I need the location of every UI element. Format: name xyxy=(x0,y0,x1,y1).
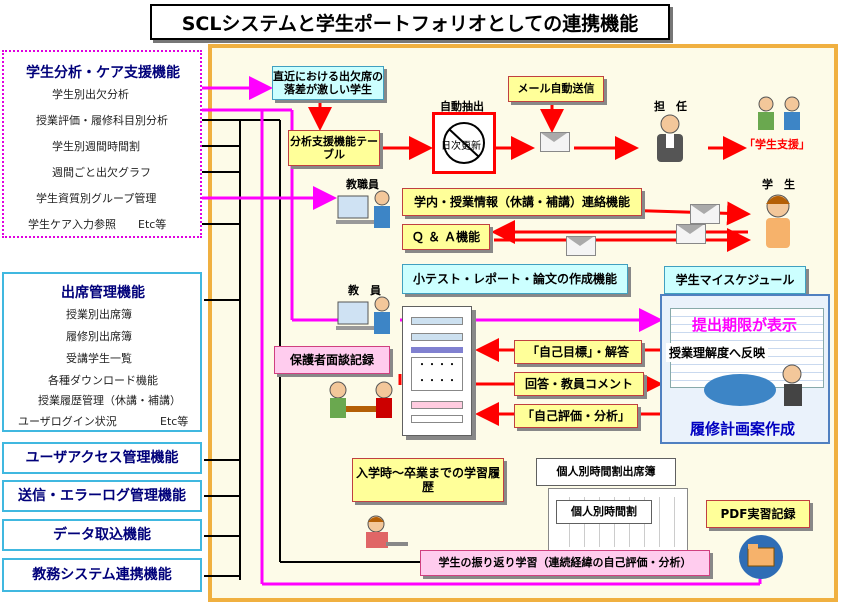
document-stack: ・・・・ ・・・・ xyxy=(402,306,472,436)
daily-update-stamp: 日次更新 xyxy=(432,112,496,174)
auto-extract-label: 自動抽出 xyxy=(440,100,484,113)
studying-student-icon xyxy=(366,515,408,548)
report-feature-box[interactable]: 小テスト・レポート・論文の作成機能 xyxy=(402,264,628,294)
attendance-item-0[interactable]: 授業別出席簿 xyxy=(66,308,132,321)
attendance-item-3[interactable]: 各種ダウンロード機能 xyxy=(48,374,158,387)
student-group-icon xyxy=(758,96,800,130)
schedule-box[interactable]: 学生マイスケジュール xyxy=(664,266,806,294)
staff-computer-icon xyxy=(336,190,390,228)
attendance-heading: 出席管理機能 xyxy=(61,285,145,301)
analysis-item-5[interactable]: 学生ケア入力参照 Etc等 xyxy=(28,218,167,231)
mail-envelope-icon-2 xyxy=(690,204,720,224)
doc-line-2 xyxy=(411,333,463,341)
timetable-box[interactable]: 個人別時間割 xyxy=(556,500,652,524)
attendance-item-2[interactable]: 受講学生一覧 xyxy=(66,352,132,365)
goal-box[interactable]: 「自己目標」・解答 xyxy=(514,340,642,364)
teacher-computer-icon xyxy=(336,296,390,334)
answer-box[interactable]: 回答・教員コメント xyxy=(514,372,644,396)
analysis-item-4[interactable]: 学生資質別グループ管理 xyxy=(36,192,157,205)
page-title: SCLシステムと学生ポートフォリオとしての連携機能 xyxy=(150,4,670,40)
qa-feature-box[interactable]: Ｑ ＆ Ａ機能 xyxy=(402,224,490,250)
mail-auto-box[interactable]: メール自動送信 xyxy=(508,76,604,102)
doc-line-3 xyxy=(411,347,463,353)
module-kyomu[interactable]: 教務システム連携機能 xyxy=(2,558,202,592)
reflect-label: 授業理解度へ反映 xyxy=(666,343,769,362)
attendance-group xyxy=(2,272,202,432)
doc-dots-1: ・・・・ xyxy=(417,360,457,371)
attendance-item-1[interactable]: 履修別出席簿 xyxy=(66,330,132,343)
analysis-item-0[interactable]: 学生別出欠分析 xyxy=(52,88,129,101)
doc-line-4 xyxy=(411,401,463,409)
parent-meeting-box[interactable]: 保護者面談記録 xyxy=(274,346,390,374)
mail-envelope-icon-4 xyxy=(566,236,596,256)
tannin-label: 担 任 xyxy=(654,100,687,113)
reflection-box[interactable]: 学生の振り返り学習（連続経緯の自己評価・分析） xyxy=(420,550,710,576)
contact-feature-box[interactable]: 学内・授業情報（休講・補講）連絡機能 xyxy=(402,188,642,216)
plan-label: 履修計画案作成 xyxy=(690,420,796,438)
study-illustration-icon xyxy=(704,364,802,406)
doc-line-1 xyxy=(411,317,463,325)
gakusei-label: 学 生 xyxy=(762,178,795,191)
module-import[interactable]: データ取込機能 xyxy=(2,519,202,551)
student-support-label: 「学生支援」 xyxy=(744,138,810,151)
recent-absence-box[interactable]: 直近における出欠席の落差が激しい学生 xyxy=(272,66,384,100)
student-girl-icon xyxy=(766,194,790,248)
mail-envelope-icon xyxy=(540,132,570,152)
deadline-label: 提出期限が表示 xyxy=(692,316,798,334)
analysis-item-3[interactable]: 週間ごと出欠グラフ xyxy=(52,166,151,179)
module-log[interactable]: 送信・エラーログ管理機能 xyxy=(2,480,202,512)
doc-dots-2: ・・・・ xyxy=(417,376,457,387)
doc-line-5 xyxy=(411,415,463,423)
folder-icon xyxy=(739,535,783,579)
no-entry-icon xyxy=(443,122,485,164)
analysis-heading: 学生分析・ケア支援機能 xyxy=(26,65,180,81)
attendance-item-etc: Etc等 xyxy=(160,415,189,428)
module-user-access[interactable]: ユーザアクセス管理機能 xyxy=(2,442,202,474)
self-eval-box[interactable]: 「自己評価・分析」 xyxy=(514,404,638,428)
meeting-illustration-icon xyxy=(329,381,393,418)
pdf-record-box[interactable]: PDF実習記録 xyxy=(706,500,810,528)
analysis-item-1[interactable]: 授業評価・履修科目別分析 xyxy=(36,114,168,127)
attendance-item-5[interactable]: ユーザログイン状況 xyxy=(18,415,117,428)
analysis-table-box[interactable]: 分析支援機能テーブル xyxy=(288,130,380,166)
analysis-item-2[interactable]: 学生別週間時間割 xyxy=(52,140,140,153)
kyoin-label: 教 員 xyxy=(348,284,381,297)
attend-book-box[interactable]: 個人別時間割出席簿 xyxy=(536,458,676,486)
mail-envelope-icon-3 xyxy=(676,224,706,244)
history-box[interactable]: 入学時～卒業までの学習履歴 xyxy=(352,458,504,502)
stamp-text: 日次更新 xyxy=(441,141,481,152)
doc-dots-box: ・・・・ ・・・・ xyxy=(411,357,463,391)
teacher-figure-icon xyxy=(657,114,683,162)
analysis-group xyxy=(2,50,202,238)
attendance-item-4[interactable]: 授業履歴管理（休講・補講） xyxy=(38,394,181,407)
kyoshokuin-label: 教職員 xyxy=(346,178,379,191)
